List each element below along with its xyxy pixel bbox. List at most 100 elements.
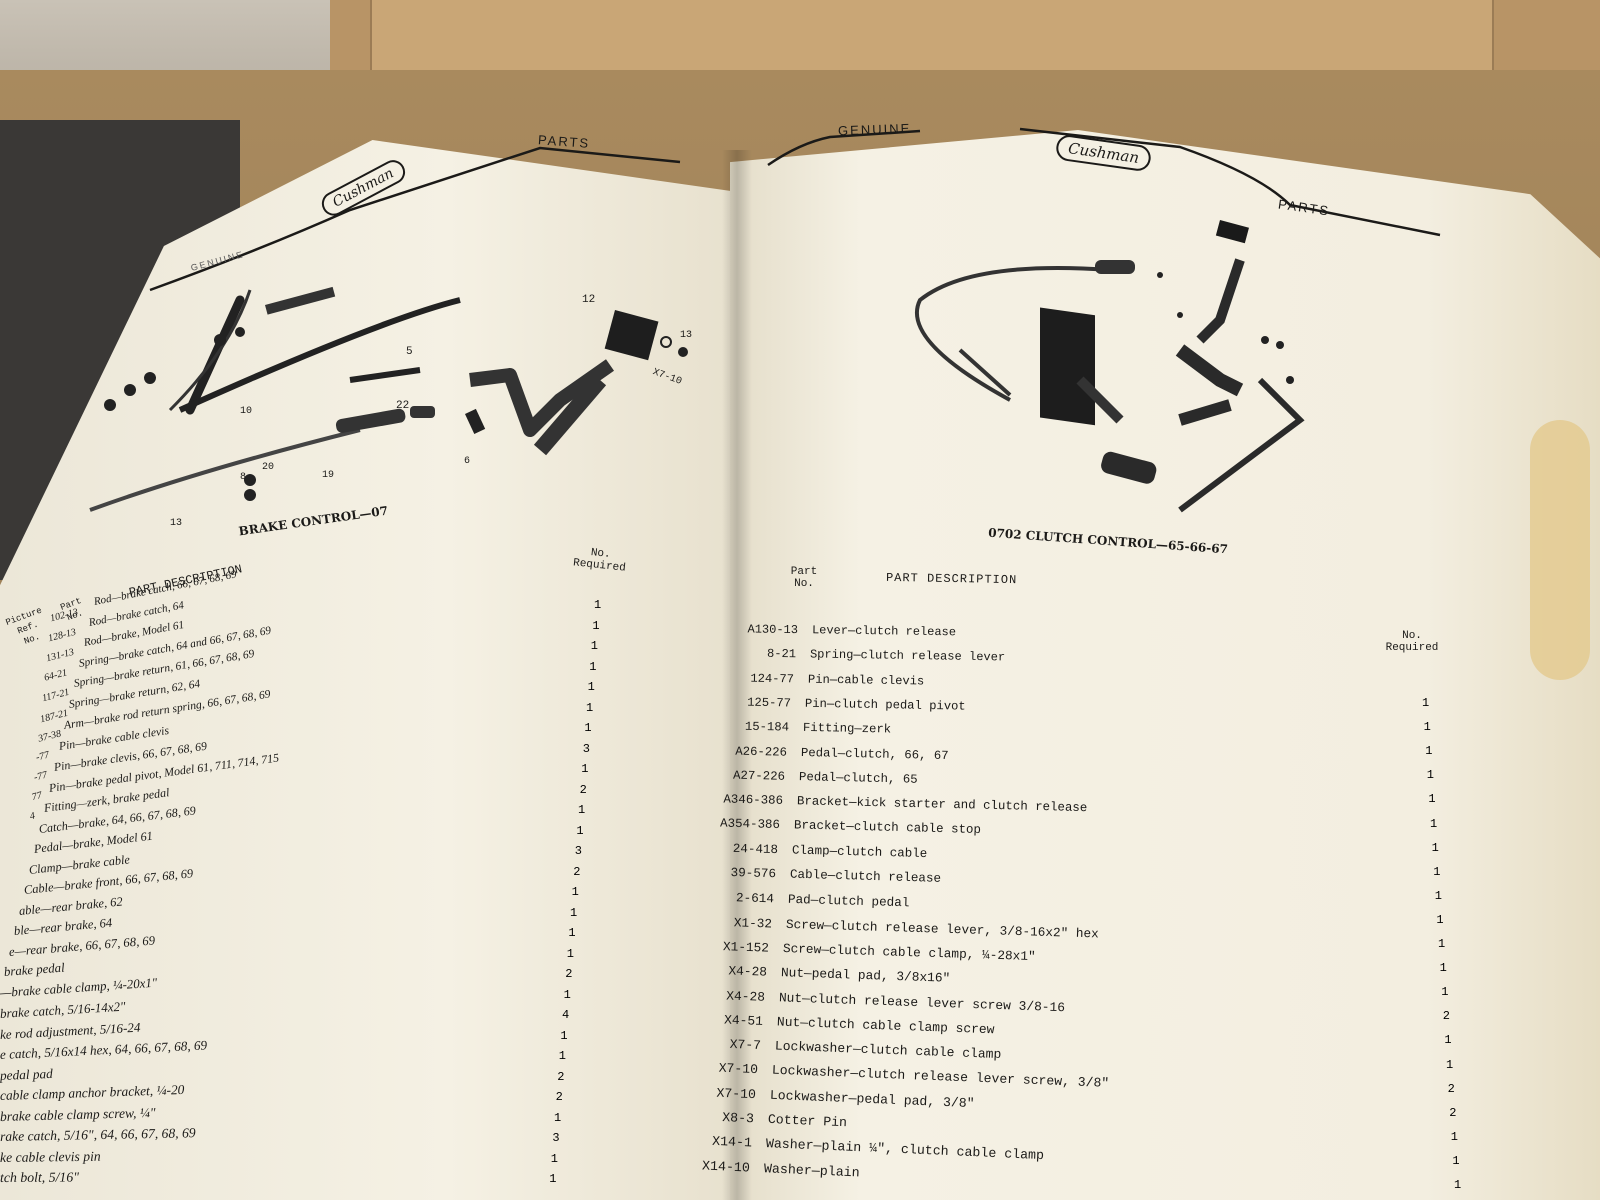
left-row-qty: 3 [552,1131,560,1145]
right-row-description: Pin—clutch pedal pivot [805,696,967,714]
right-col-description: PART DESCRIPTION [885,570,1018,588]
right-row-qty: 1 [1423,720,1431,735]
left-row-qty: 1 [592,618,600,633]
right-row-part-no: 2-614 [735,890,774,907]
callout-20: 20 [262,462,275,473]
callout-13b: 13 [170,518,183,529]
left-row-qty: 1 [589,659,597,674]
right-row-qty: 2 [1449,1105,1457,1120]
right-col-required: No. Required [1385,630,1439,654]
left-row-qty: 2 [573,864,581,879]
right-row-qty: 2 [1442,1009,1450,1024]
left-row-description: ke cable clevis pin [0,1148,101,1165]
left-row-qty: 1 [587,680,595,694]
page-stain [1530,420,1590,680]
right-row-part-no: X4-51 [723,1012,764,1029]
callout-5: 5 [406,346,413,358]
right-row-part-no: X1-152 [723,938,770,956]
callout-6: 6 [464,456,471,467]
callout-12: 12 [582,294,596,306]
right-row-qty: 1 [1438,937,1446,951]
left-row-qty: 1 [566,946,574,961]
right-row-qty: 1 [1454,1178,1462,1192]
left-row-qty: 1 [570,905,578,920]
left-row-qty: 1 [576,823,584,838]
right-row-description: Pin—cable clevis [807,672,924,689]
left-row-qty: 1 [554,1110,562,1125]
left-row-qty: 1 [568,926,576,940]
right-row-part-no: X4-28 [726,987,766,1005]
right-row-description: Lever—clutch release [811,623,957,640]
left-row-qty: 3 [574,844,582,858]
brake-control-diagram [89,286,688,512]
right-row-description: Fitting—zerk [803,721,892,737]
left-row-qty: 1 [560,1028,568,1043]
right-row-part-no: 15-184 [744,719,790,735]
right-row-part-no: 124-77 [749,671,794,686]
left-row-qty: 1 [550,1151,558,1166]
right-row-qty: 1 [1452,1153,1460,1168]
right-page [730,130,1600,1200]
right-row-qty: 1 [1433,864,1441,879]
right-row-qty: 2 [1447,1081,1455,1096]
right-row-part-no: 125-77 [747,695,792,711]
right-row-qty: 1 [1441,985,1449,1000]
left-row-qty: 1 [586,700,594,715]
callout-13a: 13 [680,330,693,341]
left-row-qty: 1 [558,1049,566,1063]
right-row-part-no: 8-21 [766,647,796,662]
right-row-part-no: A346-386 [722,792,783,808]
left-row-qty: 1 [563,987,571,1002]
clutch-control-diagram [914,220,1305,513]
right-row-part-no: A354-386 [720,816,781,833]
callout-22: 22 [396,400,410,412]
right-row-qty: 1 [1436,912,1444,927]
left-row-qty: 1 [590,639,598,653]
right-row-qty: 1 [1426,768,1434,783]
right-col-part-no: Part No. [790,566,818,590]
right-row-part-no: X14-10 [701,1158,750,1176]
right-row-part-no: A27-226 [732,768,785,784]
left-row-qty: 4 [562,1008,570,1022]
left-row-qty: 2 [555,1090,563,1104]
left-row-description: pedal pad [0,1065,54,1083]
right-row-qty: 1 [1428,792,1436,807]
right-header-rule [767,127,1441,237]
left-row-description: brake cable clamp screw, ¼" [0,1104,156,1124]
right-row-description: Pedal—clutch, 65 [798,769,918,787]
left-row-qty: 1 [549,1172,557,1186]
right-row-qty: 1 [1444,1033,1452,1048]
right-row-qty: 1 [1439,961,1447,976]
callout-10: 10 [240,406,253,417]
left-row-qty: 1 [594,598,602,612]
right-row-part-no: X4-28 [728,963,768,980]
left-row-qty: 3 [582,741,590,756]
left-row-qty: 1 [584,721,592,735]
right-row-part-no: 24-418 [732,841,779,857]
cardboard-box-flap [370,0,1494,70]
left-row-qty: 2 [579,782,587,797]
right-row-part-no: A130-13 [747,622,799,638]
right-header-genuine: GENUINE [837,120,912,139]
left-row-qty: 2 [565,967,573,981]
right-row-qty: 1 [1425,744,1433,759]
left-row-qty: 2 [557,1069,565,1084]
left-row-qty: 1 [571,885,579,899]
left-header-rule [149,146,681,292]
right-row-part-no: 39-576 [730,865,777,882]
right-row-qty: 1 [1431,840,1439,855]
book-gutter [722,150,752,1200]
right-row-part-no: X7-10 [716,1085,757,1102]
right-row-part-no: A26-226 [735,744,788,760]
right-row-qty: 1 [1430,816,1438,831]
right-row-qty: 1 [1422,696,1430,710]
right-row-qty: 1 [1446,1057,1454,1072]
left-row-qty: 1 [581,762,589,776]
left-row-qty: 1 [578,803,586,817]
right-row-part-no: X7-7 [729,1036,761,1054]
right-row-part-no: X1-32 [733,914,772,932]
right-row-qty: 1 [1434,888,1442,903]
callout-19: 19 [322,470,335,481]
right-row-qty: 1 [1450,1129,1458,1144]
callout-8: 8 [240,472,247,483]
